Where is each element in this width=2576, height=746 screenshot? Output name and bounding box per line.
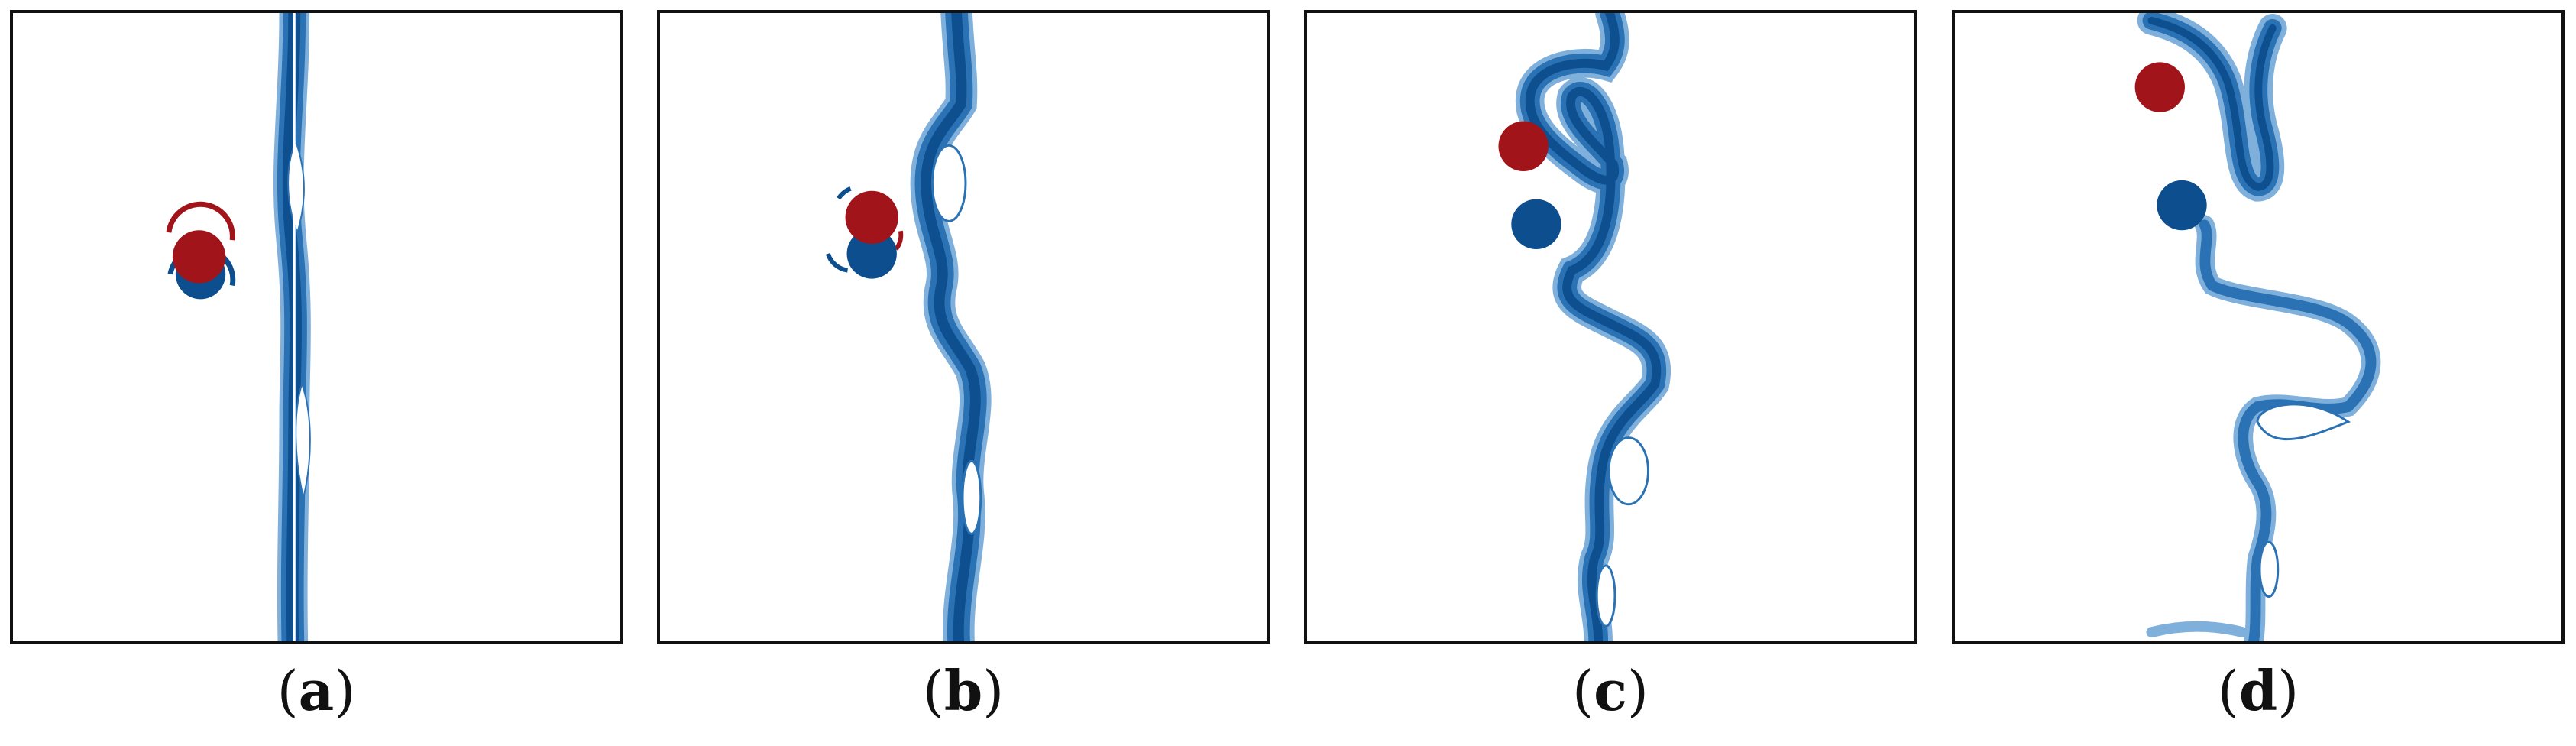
panel-b-plot <box>825 13 992 641</box>
red-particle-a <box>172 230 226 284</box>
particles-c <box>1498 121 1561 249</box>
panel-a <box>10 10 623 644</box>
red-particle-c <box>1498 121 1549 171</box>
blue-particle-b <box>846 229 897 279</box>
caption-d: (d) <box>2217 658 2299 723</box>
filament-b <box>910 13 992 641</box>
panel-d <box>1952 10 2565 644</box>
red-particle-d <box>2134 62 2185 112</box>
red-particle-b <box>845 190 898 245</box>
caption-b: (b) <box>922 658 1005 723</box>
blue-particle-c <box>1511 199 1561 249</box>
filament-a <box>273 13 311 641</box>
panel-a-plot <box>166 13 311 641</box>
caption-a: (a) <box>277 658 356 723</box>
panel-c-plot <box>1498 13 1671 641</box>
panel-b <box>657 10 1270 644</box>
particles-a <box>166 201 236 300</box>
filament-c <box>1515 13 1671 641</box>
panel-d-plot <box>2134 13 2381 641</box>
caption-c: (c) <box>1571 658 1649 723</box>
panel-c <box>1304 10 1917 644</box>
particles-d <box>2134 62 2207 231</box>
particles-b <box>825 186 904 279</box>
blue-particle-d <box>2157 180 2207 231</box>
filament-d <box>2137 13 2381 641</box>
